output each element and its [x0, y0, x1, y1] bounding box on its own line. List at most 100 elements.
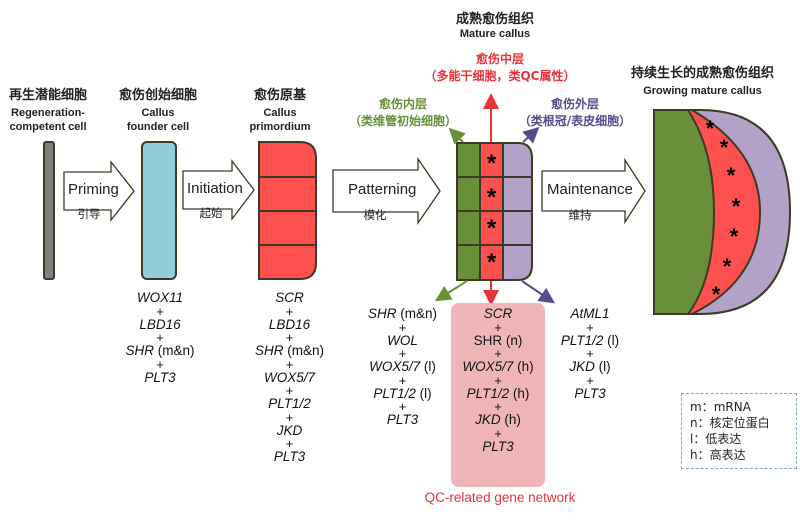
initiation-label: Initiation [187, 180, 243, 197]
gene-name: PLT3 [144, 369, 176, 385]
stage-en-line: Growing mature callus [643, 85, 762, 97]
plus-sign: + [285, 383, 294, 398]
gene-entry: JKD (h) [445, 412, 551, 428]
stage-title-en-growing: Growing mature callus [610, 84, 795, 98]
plus-sign: + [285, 409, 294, 425]
qc-gene-network-box [451, 303, 545, 487]
gene-name: PLT3 [273, 449, 306, 464]
maintenance-arrow [541, 157, 646, 225]
gene-name: SHR [254, 343, 284, 358]
gene-expression-note: (l) [420, 359, 436, 374]
inner-layer-title: 愈伤内层 [378, 97, 427, 111]
outer-layer-gene-list: AtML1+PLT1/2 (l)+JKD (l)+PLT3 [545, 306, 635, 401]
gene-name: SHR [125, 343, 154, 358]
gene-entry: JKD (l) [545, 359, 635, 375]
star-icon: * [487, 249, 497, 276]
arrow-to-inner-label [448, 127, 466, 145]
star-icon: * [712, 282, 721, 307]
maintenance-label: Maintenance [547, 181, 633, 198]
plus-sign: + [586, 319, 594, 335]
gene-entry: WOX11 [110, 290, 210, 306]
gene-name: SCR [483, 306, 513, 321]
gene-entry: SCR [237, 290, 342, 306]
plus-sign: + [398, 346, 407, 361]
gene-entry: PLT3 [350, 412, 455, 428]
gene-expression-note: (m&n) [283, 343, 324, 358]
priming-sub-label: 引导 [77, 207, 101, 221]
plus-sign: + [494, 319, 502, 335]
gene-expression-note: (h) [500, 412, 521, 427]
stage-en-line: Regeneration- [11, 107, 85, 119]
gene-expression-note: (l) [603, 332, 620, 348]
star-icon: * [720, 135, 729, 160]
legend-item: n：核定位蛋白 [690, 416, 770, 430]
gene-expression-note: (h) [509, 385, 530, 401]
middle-layer-gene-list: SCR+SHR (n)+WOX5/7 (h)+PLT1/2 (h)+JKD (h… [445, 306, 551, 454]
inner-layer-desc: （类维管初始细胞） [348, 114, 457, 128]
patterning-label: Patterning [348, 181, 417, 198]
gene-entry: WOL [350, 333, 455, 349]
stage-en-line: primordium [249, 121, 311, 133]
plus-sign: + [586, 372, 594, 388]
mature-callus [456, 142, 533, 281]
plus-sign: + [494, 399, 502, 414]
gene-expression-note: (l) [415, 385, 432, 401]
stage-title-zh-mature: 成熟愈伤组织 [455, 12, 534, 27]
initiation-sub-label: 起始 [199, 206, 223, 220]
legend-box: m：mRNA n：核定位蛋白 l：低表达 h：高表达 [681, 393, 797, 469]
gene-entry: PLT3 [237, 449, 342, 465]
gene-name: PLT1/2 [466, 385, 510, 401]
star-icon: * [487, 215, 497, 242]
plus-sign: + [398, 399, 407, 414]
gene-name: PLT3 [574, 385, 606, 401]
outer-layer-label: 愈伤外层 （类根冠/表皮细胞） [510, 96, 640, 130]
gene-entry: PLT1/2 (l) [350, 386, 455, 402]
plus-sign: + [285, 436, 294, 451]
plus-sign: + [398, 319, 407, 335]
patterning-sub-label: 模化 [363, 208, 387, 222]
gene-expression-note: (l) [594, 359, 611, 374]
star-icon: * [487, 150, 497, 177]
legend-item: m：mRNA [690, 400, 751, 414]
gene-name: JKD [569, 359, 595, 374]
callus-primordium [258, 141, 317, 280]
initiation-arrow [182, 159, 255, 221]
star-icon: * [727, 163, 736, 188]
gene-name: LBD16 [139, 316, 181, 332]
gene-name: WOX5/7 [369, 359, 421, 374]
gene-name: PLT1/2 [560, 332, 604, 348]
gene-entry: PLT1/2 (l) [545, 333, 635, 349]
plus-sign: + [398, 372, 407, 388]
gene-expression-note: (m&n) [154, 343, 195, 358]
priming-label: Priming [68, 181, 119, 198]
gene-name: PLT3 [482, 438, 514, 454]
middle-layer-label: 愈伤中层 （多能干细胞，类QC属性） [390, 51, 610, 85]
gene-entry: WOX5/7 [237, 370, 342, 386]
gene-expression-note: (h) [513, 359, 534, 374]
growing-mature-callus [653, 109, 792, 315]
plus-sign: + [586, 346, 594, 361]
outer-layer-title: 愈伤外层 [550, 97, 599, 111]
maintenance-sub-label: 维持 [568, 208, 592, 222]
qc-network-label: QC-related gene network [424, 490, 576, 505]
gene-entry: WOX5/7 (l) [350, 359, 455, 375]
gene-name: SCR [275, 290, 304, 305]
gene-entry: SCR [445, 306, 551, 322]
stage-en-line: competent cell [9, 121, 87, 133]
star-icon: * [487, 184, 497, 211]
gene-name: WOL [387, 332, 418, 348]
plus-sign: + [494, 372, 502, 388]
star-icon: * [730, 224, 739, 249]
gene-name: PLT1/2 [373, 385, 416, 401]
gene-entry: PLT1/2 [237, 396, 342, 412]
callus-founder-cell [141, 141, 177, 280]
stage-title-en-founder: Callus founder cell [108, 106, 208, 134]
gene-entry: SHR (m&n) [237, 343, 342, 359]
gene-name: AtML1 [570, 306, 610, 321]
gene-name: SHR [367, 306, 397, 321]
stage-en-line: Mature callus [459, 28, 531, 40]
plus-sign: + [156, 330, 164, 345]
plus-sign: + [285, 303, 294, 319]
founder-gene-list: WOX11+LBD16+SHR (m&n)+PLT3 [110, 290, 210, 385]
